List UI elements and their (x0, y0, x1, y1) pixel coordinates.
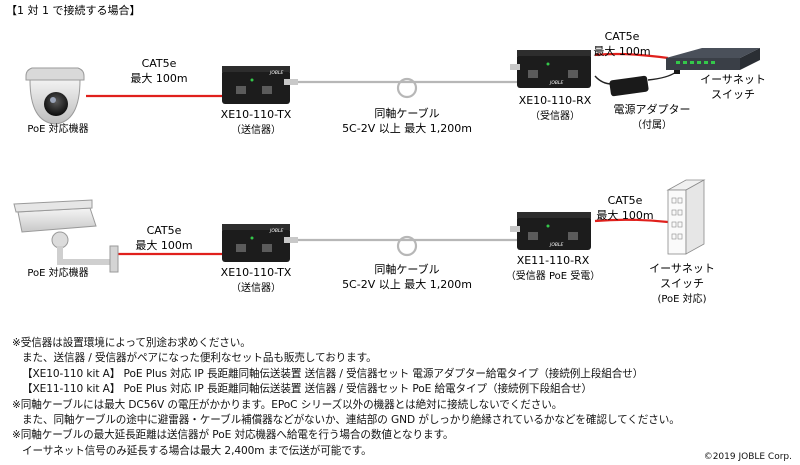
cat5e-distance: 最大 100m (130, 71, 187, 85)
coax-label: 同軸ケーブル (374, 262, 439, 276)
coax-spec: 5C-2V 以上 最大 1,200m (342, 277, 472, 291)
switch-sublabel: スイッチ (711, 88, 755, 101)
camera-label: PoE 対応機器 (27, 122, 88, 135)
rx-role-label: （受信器） (530, 110, 580, 122)
cat5e-label: CAT5e (147, 224, 182, 237)
tx-role-label: （送信器） (231, 123, 281, 136)
cat5e-distance: 最大 100m (135, 238, 192, 252)
tx-model-label: XE10-110-TX (221, 108, 292, 121)
note-line: ※同軸ケーブルには最大 DC56V の電圧がかかります。EPoC シリーズ以外の… (12, 398, 563, 411)
svg-text:JOBLE: JOBLE (269, 228, 283, 234)
switch-sublabel: スイッチ (660, 277, 704, 290)
page-heading: 【1 対 1 で接続する場合】 (6, 3, 141, 17)
transmitter-device-icon: JOBLE (222, 66, 298, 104)
power-cable (647, 71, 677, 81)
note-line: また、同軸ケーブルの途中に避雷器・ケーブル補償器などがないか、連結部の GND … (22, 414, 680, 427)
copyright: ©2019 JOBLE Corp. (703, 452, 792, 462)
note-line: ※受信器は設置環境によって別途お求めください。 (12, 337, 251, 349)
rx-model-label: XE10-110-RX (519, 94, 592, 107)
camera-label: PoE 対応機器 (27, 266, 88, 279)
switch-label: イーサネット (700, 73, 766, 86)
top-row: PoE 対応機器 CAT5e 最大 100m JOBLE XE10-110-TX… (25, 30, 766, 136)
tx-role-label: （送信器） (231, 281, 281, 294)
cat5e-distance: 最大 100m (593, 44, 650, 58)
dome-camera-icon (25, 67, 85, 125)
rx-model-label: XE11-110-RX (517, 254, 590, 267)
ethernet-switch-icon (666, 48, 760, 70)
cat5e-label: CAT5e (605, 30, 640, 43)
note-line: イーサネット信号のみ延長する場合は最大 2,400m まで伝送が可能です。 (22, 444, 372, 457)
svg-text:JOBLE: JOBLE (549, 242, 563, 248)
note-line: 【XE10-110 kit A】 PoE Plus 対応 IP 長距離同軸伝送装… (22, 367, 644, 380)
tx-model-label: XE10-110-TX (221, 266, 292, 279)
connection-diagram: 【1 対 1 で接続する場合】 PoE 対応機器 CAT5e 最大 100m J… (6, 3, 766, 305)
adapter-note: （付属） (632, 118, 672, 131)
adapter-label: 電源アダプター (614, 102, 691, 116)
power-cable (594, 75, 613, 85)
cat5e-cable (594, 218, 669, 224)
coax-cable-loop (396, 77, 418, 99)
bottom-row: PoE 対応機器 CAT5e 最大 100m JOBLE XE10-110-TX… (13, 179, 715, 305)
cat5e-label: CAT5e (142, 57, 177, 70)
coax-label: 同軸ケーブル (374, 106, 439, 120)
bullet-camera-icon (13, 199, 119, 273)
coax-cable-loop (396, 235, 418, 257)
coax-spec: 5C-2V 以上 最大 1,200m (342, 121, 472, 135)
switch-poe-note: (PoE 対応) (657, 292, 706, 305)
poe-switch-icon (666, 179, 706, 255)
receiver-device-icon: JOBLE (510, 212, 591, 250)
switch-label: イーサネット (649, 262, 715, 275)
cat5e-distance: 最大 100m (596, 208, 653, 222)
svg-text:JOBLE: JOBLE (269, 70, 283, 76)
cat5e-label: CAT5e (608, 194, 643, 207)
notes-section: ※受信器は設置環境によって別途お求めください。 また、送信器 / 受信器がペアに… (12, 336, 792, 459)
rx-role-label: （受信器 PoE 受電） (506, 270, 600, 282)
cat5e-cable (594, 52, 669, 60)
note-line: また、送信器 / 受信器がペアになった便利なセット品も販売しております。 (22, 352, 377, 365)
note-line: 【XE11-110 kit A】 PoE Plus 対応 IP 長距離同軸伝送装… (22, 383, 592, 396)
receiver-device-icon: JOBLE (510, 50, 591, 88)
transmitter-device-icon: JOBLE (222, 224, 298, 262)
svg-text:JOBLE: JOBLE (549, 80, 563, 86)
note-line: ※同軸ケーブルの最大延長距離は送信器が PoE 対応機器へ給電を行う場合の数値と… (12, 429, 454, 442)
